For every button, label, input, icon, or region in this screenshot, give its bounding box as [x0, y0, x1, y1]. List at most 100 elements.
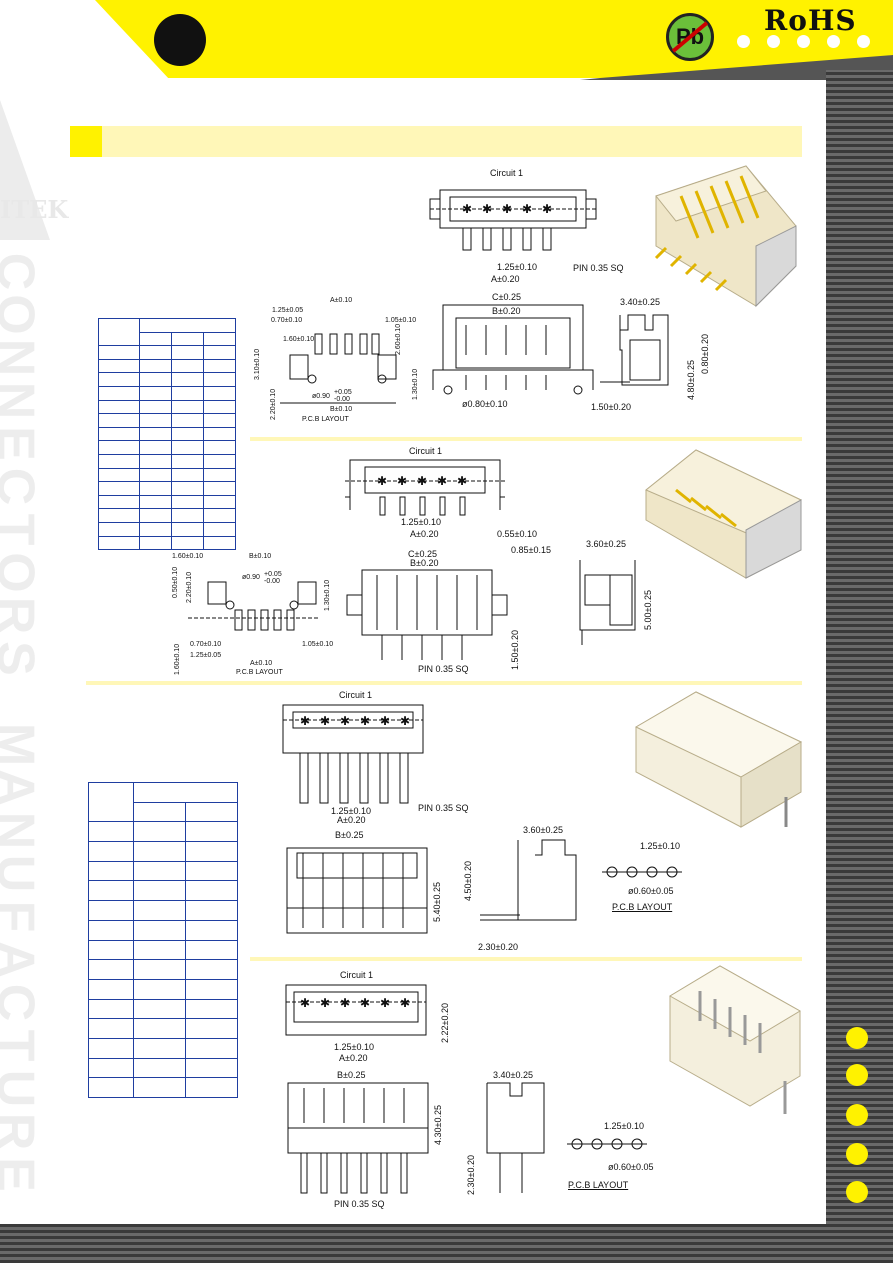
s2-a-dim: A±0.20	[410, 529, 439, 539]
s3-top-view: ✱✱✱✱✱✱	[278, 700, 428, 815]
table-cell	[132, 919, 186, 941]
table-cell	[132, 860, 186, 882]
table-cell	[139, 385, 173, 401]
table-cell	[97, 453, 141, 469]
table-header-cell	[88, 781, 134, 823]
s4-pcb-pitch: 1.25±0.10	[604, 1121, 644, 1131]
logo-triangle-icon	[0, 100, 50, 240]
rohs-mark: RoHS	[764, 4, 857, 37]
table-row	[97, 399, 236, 415]
s2-pcb-220: 2.20±0.10	[186, 571, 193, 603]
table-cell	[171, 372, 205, 387]
table-row	[88, 900, 239, 921]
table-row	[88, 841, 239, 862]
table-cell	[132, 1077, 186, 1098]
table-cell	[203, 481, 236, 496]
table-cell	[97, 508, 141, 523]
svg-text:✱: ✱	[360, 996, 370, 1010]
table-cell	[97, 372, 141, 387]
s4-pcb-caption: P.C.B LAYOUT	[568, 1180, 629, 1190]
table-row	[88, 919, 239, 941]
s1-front-hole: ø0.80±0.10	[462, 399, 508, 409]
s1-pcb-hole-plus: +0.05	[334, 389, 352, 396]
table-cell	[97, 399, 141, 415]
table-cell	[171, 521, 205, 537]
s1-side-h2: 0.80±0.20	[700, 334, 710, 374]
table-cell	[97, 413, 141, 428]
s1-side-view	[600, 310, 675, 405]
table-row	[97, 535, 236, 551]
table-cell	[203, 385, 236, 401]
s1-pcb-125: 1.25±0.05	[272, 307, 304, 314]
table-row	[88, 1077, 239, 1098]
table-cell	[139, 521, 173, 537]
table-row	[88, 959, 239, 980]
svg-text:✱: ✱	[340, 714, 350, 728]
s4-front-b: B±0.25	[337, 1070, 366, 1080]
table-row	[97, 385, 236, 401]
table-cell	[171, 358, 205, 374]
s2-pcb-160: 1.60±0.10	[172, 553, 204, 560]
table-cell	[139, 372, 173, 387]
brand-watermark: CONNECTORS MANUFACTURE	[0, 250, 60, 1200]
table-cell	[171, 385, 205, 401]
header-dark-wedge	[0, 0, 170, 80]
s1-pcb-160: 1.60±0.10	[283, 336, 315, 343]
table-cell	[88, 1057, 134, 1079]
s4-pitch-dim: 1.25±0.10	[334, 1042, 374, 1052]
svg-text:✱: ✱	[502, 202, 512, 216]
s4-front-h: 4.30±0.25	[433, 1105, 443, 1145]
section-divider	[250, 957, 802, 961]
table-row	[88, 860, 239, 882]
table-row	[88, 978, 239, 1000]
s2-front-b: B±0.20	[410, 558, 439, 568]
section-divider	[86, 681, 802, 685]
table-row	[88, 998, 239, 1020]
header-dot-icon	[857, 35, 870, 48]
s1-pcb-a: A±0.10	[330, 297, 353, 304]
table-cell	[184, 978, 239, 1000]
table-cell	[139, 535, 173, 551]
table-cell	[184, 919, 239, 941]
table-row	[97, 453, 236, 469]
s3-front-view	[285, 838, 430, 938]
s2-top-view: ✱✱✱✱✱	[340, 455, 510, 527]
s4-a-dim: A±0.20	[339, 1053, 368, 1063]
s1-pitch-dim: 1.25±0.10	[497, 262, 537, 272]
s1-front-c: C±0.25	[492, 292, 521, 302]
svg-text:✱: ✱	[400, 714, 410, 728]
table-cell	[88, 978, 134, 1000]
svg-text:✱: ✱	[320, 714, 330, 728]
s1-a-dim: A±0.20	[491, 274, 520, 284]
table-row	[97, 317, 236, 347]
s4-top-h: 2.22±0.20	[440, 1003, 450, 1043]
s2-front-h: 1.50±0.20	[510, 630, 520, 670]
table-cell	[132, 1018, 186, 1039]
table-cell	[171, 508, 205, 523]
s2-circuit-label: Circuit 1	[409, 446, 443, 456]
section-title-bar	[70, 126, 802, 157]
connector-render-3	[636, 692, 811, 832]
table-cell	[132, 959, 186, 980]
s1-pcb-caption: P.C.B LAYOUT	[302, 416, 349, 423]
s2-pcb-b: B±0.10	[249, 553, 272, 560]
svg-text:✱: ✱	[300, 714, 310, 728]
table-cell	[97, 494, 141, 510]
s2-pcb-050: 0.50±0.10	[172, 566, 179, 598]
table-cell	[184, 841, 239, 862]
table-cell	[97, 535, 141, 551]
s2-side-h: 5.00±0.25	[643, 590, 653, 630]
table-cell	[88, 1037, 134, 1059]
s1-pcb-b: B±0.10	[330, 406, 353, 413]
s4-top-view: ✱✱✱✱✱✱	[284, 980, 429, 1040]
s2-side-w: 3.60±0.25	[586, 539, 626, 549]
table-cell	[88, 1077, 134, 1098]
s3-circuit-label: Circuit 1	[339, 690, 373, 700]
table-cell	[184, 1077, 239, 1098]
table-cell	[88, 959, 134, 980]
table-row	[88, 1037, 239, 1059]
table-header-cell	[139, 331, 173, 347]
table-cell	[171, 426, 205, 442]
s1-side-w: 3.40±0.25	[620, 297, 660, 307]
table-row	[97, 345, 236, 360]
